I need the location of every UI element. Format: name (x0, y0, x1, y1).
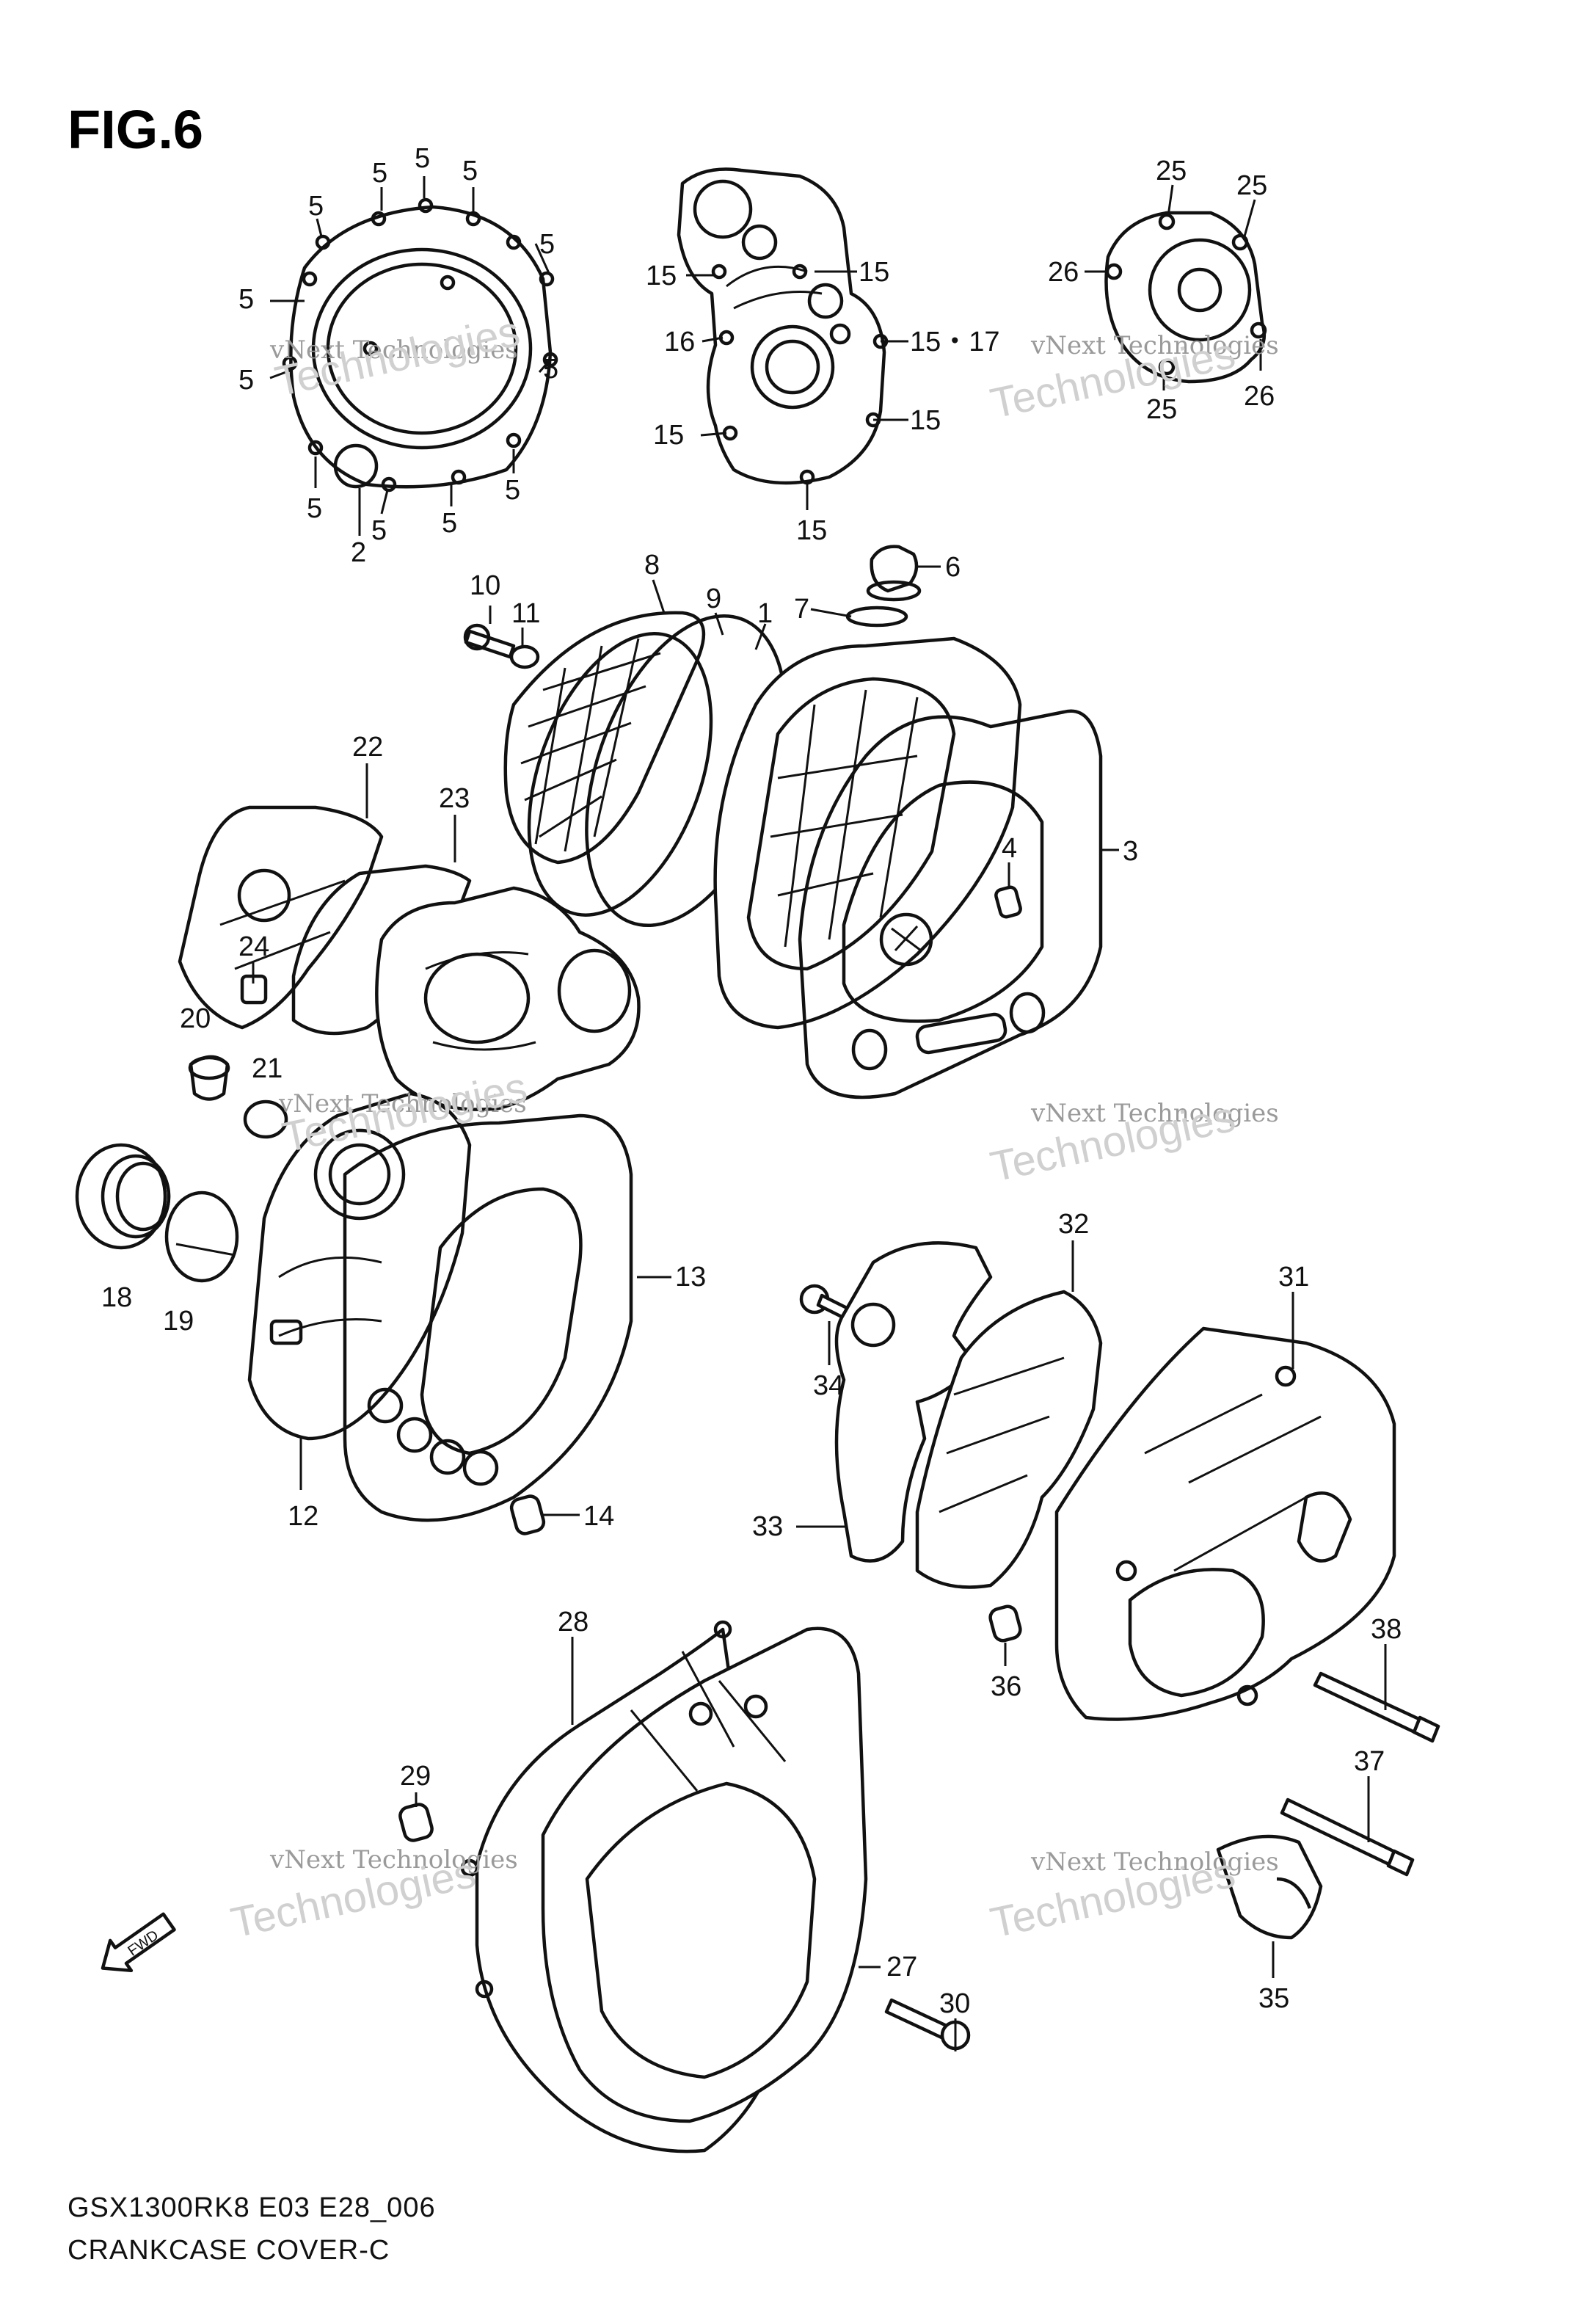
callout-15-17: 15・17 (910, 327, 1000, 357)
callout-21: 21 (252, 1053, 283, 1084)
callout-25: 25 (1156, 156, 1187, 186)
crankcase-cover-31-part (1054, 1326, 1396, 1721)
callout-15: 15 (653, 420, 684, 451)
callout-15: 15 (910, 405, 941, 436)
callout-13: 13 (675, 1262, 706, 1293)
callout-26: 26 (1048, 257, 1079, 288)
callout-24: 24 (238, 931, 269, 962)
callout-30: 30 (939, 1988, 970, 2019)
dowel-pin-29 (398, 1803, 434, 1842)
callout-15: 15 (859, 257, 889, 288)
generator-cover-27-part (541, 1626, 868, 2123)
callout-12: 12 (288, 1501, 318, 1532)
watermark-text: vNext Technologies (278, 1089, 527, 1119)
plug-20-part (188, 1055, 230, 1101)
callout-16: 16 (664, 327, 695, 357)
model-code: GSX1300RK8 E03 E28_006 (68, 2192, 436, 2223)
callout-11: 11 (511, 598, 540, 629)
callout-25: 25 (1236, 170, 1267, 201)
callout-labels: 5 5 5 5 5 5 5 5 5 5 5 5 2 15 15 16 15・17… (101, 143, 1402, 2019)
crankcase-cover-12-part (247, 1091, 472, 1441)
callout-27: 27 (886, 1952, 917, 1982)
callout-1: 1 (757, 598, 773, 629)
cap-35-part (1216, 1834, 1323, 1940)
oil-seal-18-part (75, 1143, 171, 1250)
watermark-text: vNext Technologies (1030, 1099, 1279, 1128)
callout-28: 28 (558, 1607, 589, 1637)
diagram-caption: CRANKCASE COVER-C (68, 2235, 390, 2266)
callout-15: 15 (796, 515, 827, 546)
callout-5: 5 (462, 156, 478, 186)
bolt-part (463, 623, 540, 669)
watermark-text: vNext Technologies (269, 1845, 518, 1875)
callout-9: 9 (706, 584, 721, 614)
callout-19: 19 (163, 1306, 194, 1337)
callout-22: 22 (352, 732, 383, 763)
callout-23: 23 (439, 783, 470, 814)
gasket-3-part (798, 709, 1103, 1099)
callout-34: 34 (813, 1370, 844, 1401)
callout-36: 36 (991, 1671, 1021, 1702)
callout-18: 18 (101, 1282, 132, 1313)
forward-arrow-icon: FWD (101, 1912, 176, 1973)
callout-38: 38 (1371, 1614, 1402, 1645)
dowel-pin-36 (988, 1604, 1022, 1643)
callout-5: 5 (371, 515, 387, 546)
cover-32-part (915, 1290, 1103, 1589)
callout-5: 5 (238, 365, 254, 396)
figure-title: FIG.6 (68, 99, 203, 160)
callout-5: 5 (372, 158, 387, 189)
callout-10: 10 (470, 570, 500, 601)
callout-5: 5 (442, 508, 457, 539)
callout-35: 35 (1258, 1983, 1289, 2014)
clutch-cover-part (282, 197, 558, 492)
callout-5: 5 (308, 191, 324, 222)
o-ring-19 (164, 1190, 239, 1283)
callout-33: 33 (752, 1511, 783, 1542)
cover-22-part (178, 805, 384, 1030)
callout-5: 5 (238, 284, 254, 315)
crankcase-cover-1-part (713, 636, 1022, 1030)
water-pump-housing-part (375, 886, 641, 1111)
bolt-38-part (1313, 1671, 1440, 1743)
callout-5: 5 (539, 229, 555, 260)
watermark-text: vNext Technologies (1030, 1847, 1279, 1877)
o-ring-9 (527, 632, 713, 917)
callout-14: 14 (583, 1501, 614, 1532)
callout-5: 5 (307, 493, 322, 524)
watermark-text: vNext Technologies (269, 335, 518, 365)
callout-5: 5 (543, 354, 558, 385)
callout-15: 15 (646, 261, 677, 291)
callout-6: 6 (945, 552, 961, 583)
leader-lines (175, 176, 1387, 2051)
callout-31: 31 (1278, 1262, 1309, 1293)
callout-32: 32 (1058, 1209, 1089, 1240)
callout-29: 29 (400, 1761, 431, 1792)
callout-26: 26 (1244, 381, 1275, 412)
dowel-pin-14 (509, 1494, 546, 1535)
callout-25: 25 (1146, 394, 1177, 425)
callout-5: 5 (505, 475, 520, 506)
callout-2: 2 (351, 537, 366, 568)
callout-3: 3 (1123, 836, 1138, 867)
callout-4: 4 (1002, 833, 1017, 864)
callout-7: 7 (794, 594, 809, 625)
gasket-13-part (343, 1113, 633, 1522)
starter-cover-part (677, 167, 889, 485)
cover-plate-33-part (834, 1241, 993, 1563)
o-ring-21 (243, 1099, 288, 1139)
callout-5: 5 (415, 143, 430, 174)
callout-8: 8 (644, 550, 660, 581)
watermark-text: vNext Technologies (1030, 331, 1279, 360)
water-pump-cover-part (1104, 211, 1267, 384)
oil-filler-cap-part (845, 545, 922, 628)
bolt-37-part (1280, 1797, 1415, 1877)
callout-20: 20 (180, 1003, 211, 1034)
callout-37: 37 (1354, 1746, 1385, 1777)
